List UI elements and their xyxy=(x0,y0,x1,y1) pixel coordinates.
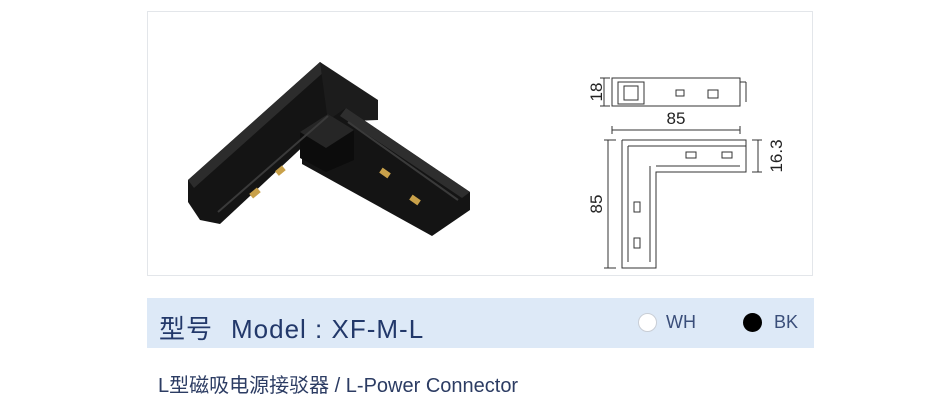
dimension-label: 18 xyxy=(587,83,606,102)
product-subtitle: L型磁吸电源接驳器 / L-Power Connector xyxy=(158,375,519,397)
white-color-swatch xyxy=(638,313,657,332)
model-label: 型号 Model : XF-M-L xyxy=(159,309,424,346)
dimension-label: 16.3 xyxy=(767,139,786,172)
brass-contact xyxy=(409,194,421,206)
black-color-swatch xyxy=(743,313,762,332)
model-bar: 型号 Model : XF-M-L WH BK xyxy=(147,298,814,348)
white-color-label: WH xyxy=(666,312,696,332)
brass-contact xyxy=(249,187,261,199)
brass-contact xyxy=(275,165,286,176)
technical-drawing: 18 85 16.3 85 xyxy=(587,77,786,269)
brass-contact xyxy=(379,167,391,179)
product-image-frame: 18 85 16.3 85 xyxy=(147,11,813,276)
black-color-label: BK xyxy=(774,312,799,332)
model-prefix: 型号 xyxy=(159,314,214,344)
dimension-label: 85 xyxy=(667,109,686,128)
l-connector-photo xyxy=(188,62,470,236)
dimension-label: 85 xyxy=(587,195,606,214)
model-number: Model : XF-M-L xyxy=(231,314,425,344)
